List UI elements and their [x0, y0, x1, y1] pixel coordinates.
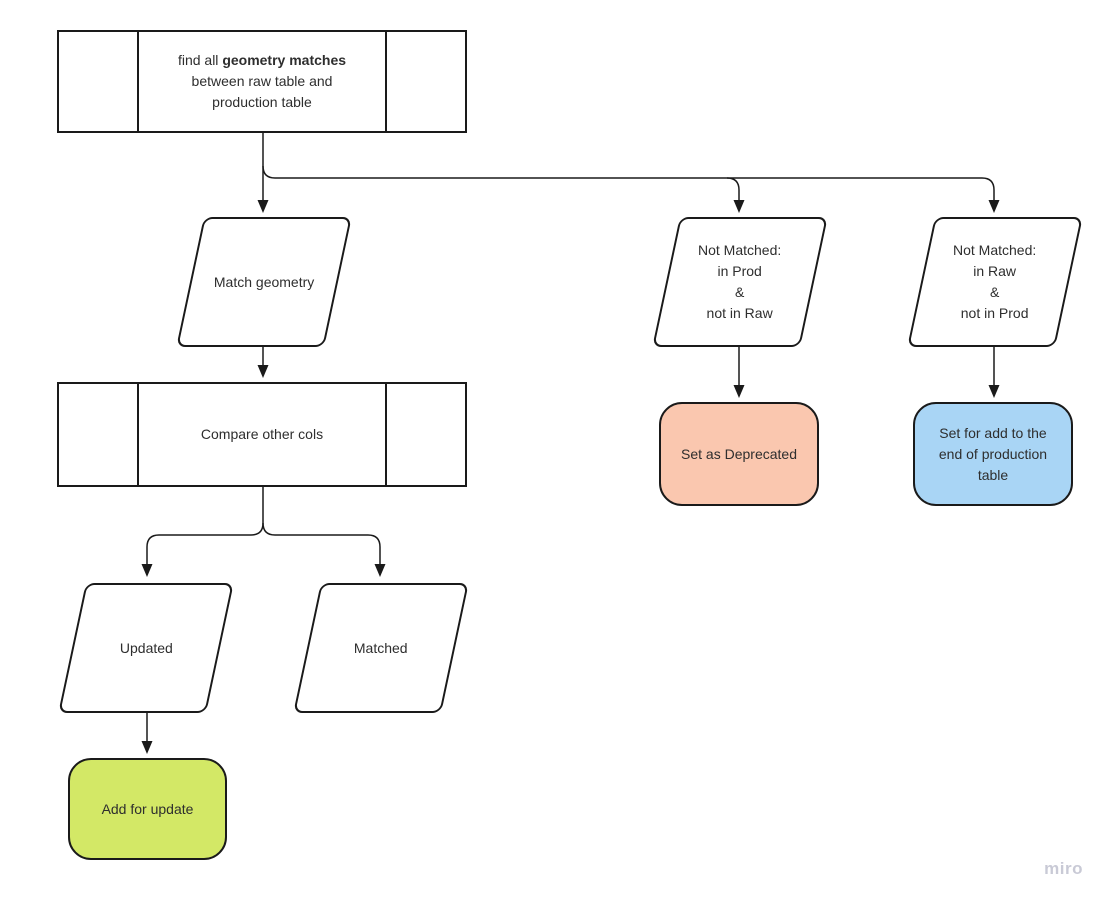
node-matched[interactable]: Matched: [293, 583, 469, 713]
node-match-geometry[interactable]: Match geometry: [176, 217, 352, 347]
node-label: Set as Deprecated: [681, 445, 797, 462]
connector-compare-to-matched[interactable]: [262, 522, 386, 577]
node-set-for-add-to-production[interactable]: Set for add to the end of production tab…: [913, 402, 1073, 506]
label-text-prefix: find all: [177, 52, 223, 68]
node-label: find all geometry matches between raw tab…: [83, 50, 441, 113]
node-label: Not Matched: in Raw & not in Prod: [953, 242, 1037, 321]
node-label: Updated: [119, 639, 173, 656]
connector-find-to-not-matched-raw[interactable]: [262, 165, 1000, 213]
label-text-rest: between raw table and production table: [191, 73, 333, 110]
connector-match-to-compare[interactable]: [257, 347, 269, 378]
node-compare-other-cols[interactable]: Compare other cols: [57, 382, 467, 487]
connector-find-to-match-geometry[interactable]: [257, 133, 269, 213]
node-updated[interactable]: Updated: [58, 583, 234, 713]
connector-notmatchedraw-to-addprod[interactable]: [988, 346, 1000, 398]
node-label: Matched: [354, 639, 408, 656]
connector-updated-to-addforupdate[interactable]: [141, 712, 153, 754]
node-label: Not Matched: in Prod & not in Raw: [698, 242, 782, 321]
node-add-for-update[interactable]: Add for update: [68, 758, 227, 860]
predefined-process-left-bar: [137, 32, 139, 131]
predefined-process-left-bar: [137, 384, 139, 485]
node-label: Add for update: [101, 800, 194, 817]
connector-find-to-not-matched-prod[interactable]: [726, 177, 745, 213]
node-not-matched-in-prod[interactable]: Not Matched: in Prod & not in Raw: [652, 217, 828, 347]
connector-notmatchedprod-to-deprecated[interactable]: [733, 346, 745, 398]
node-label: Match geometry: [213, 273, 315, 290]
label-text-bold: geometry matches: [222, 52, 347, 68]
connector-compare-to-updated[interactable]: [141, 487, 264, 577]
predefined-process-right-bar: [385, 384, 387, 485]
node-label: Set for add to the end of production tab…: [938, 424, 1048, 483]
node-find-geometry-matches[interactable]: find all geometry matches between raw tab…: [57, 30, 467, 133]
node-not-matched-in-raw[interactable]: Not Matched: in Raw & not in Prod: [907, 217, 1083, 347]
predefined-process-right-bar: [385, 32, 387, 131]
node-set-as-deprecated[interactable]: Set as Deprecated: [659, 402, 819, 506]
miro-watermark: miro: [1044, 859, 1083, 878]
node-label: Compare other cols: [200, 426, 324, 442]
